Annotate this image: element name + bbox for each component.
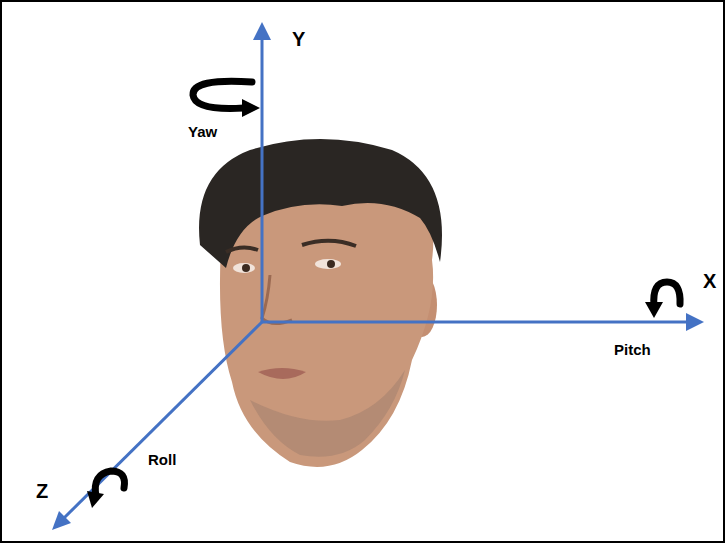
y-axis [261,36,264,322]
arrowhead [645,302,663,318]
axis-label: Y [292,28,305,50]
pupil [242,264,250,272]
pupil [327,260,335,268]
arrowhead [242,99,260,117]
head [199,139,442,467]
mouth [258,368,306,379]
rotation-arrows [95,81,680,496]
roll-arrow [95,471,124,496]
hair [199,139,442,268]
rotation-label: Yaw [188,124,217,141]
eye [233,263,255,273]
eye [315,259,341,269]
arrowhead [52,511,71,530]
rotation-label: Pitch [614,342,651,359]
axis-heads [52,22,704,530]
axes [64,36,688,518]
nose [262,275,292,324]
arrowhead [87,491,104,508]
x-axis [262,321,688,324]
beard-shade [250,370,405,457]
z-axis [64,322,262,518]
rotation-label: Roll [148,452,176,469]
brow [226,247,258,252]
rotation-heads [87,99,663,508]
arrowhead [686,313,704,331]
arrowhead [253,22,271,40]
axis-label: X [703,270,716,292]
axis-label: Z [36,480,48,502]
brow [302,241,356,246]
